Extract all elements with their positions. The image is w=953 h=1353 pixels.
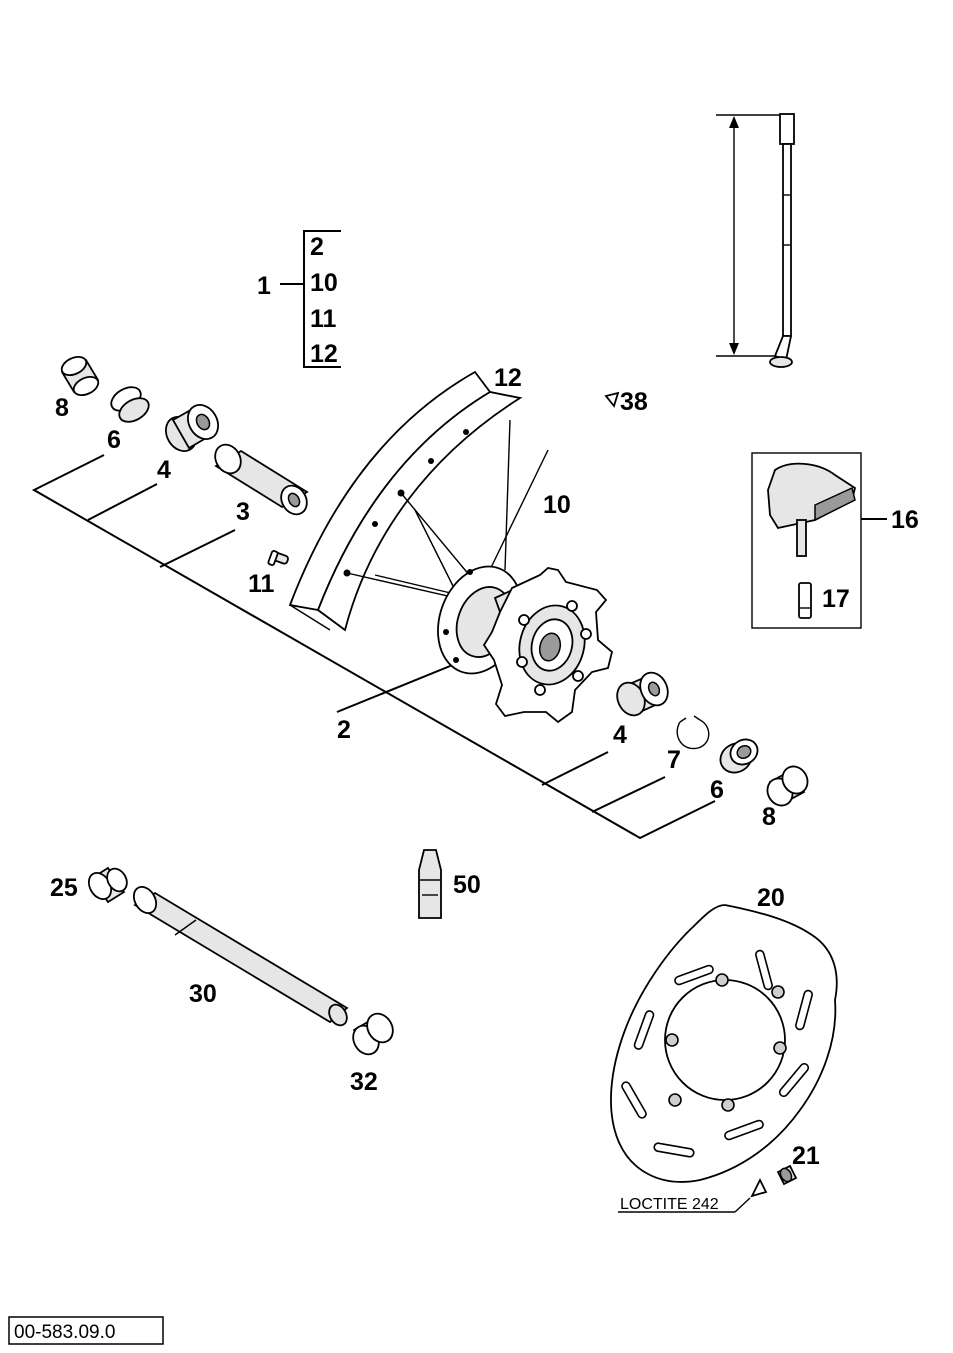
wheel-assembly	[288, 370, 614, 724]
kit-item-label: 12	[310, 340, 338, 368]
callout-disc-screw: 21	[792, 1142, 820, 1170]
callout-spoke: 10	[543, 491, 571, 519]
callout-valve: 17	[822, 585, 850, 613]
diagram-ref-label: 00-583.09.0	[14, 1322, 115, 1343]
spacer-part	[214, 443, 309, 516]
callout-brake-disc: 20	[757, 884, 785, 912]
callout-circlip: 7	[667, 746, 681, 774]
assembly-axis-lines	[31, 454, 716, 840]
kit-number-label: 1	[257, 272, 271, 300]
callout-sleeve-left: 8	[55, 394, 69, 422]
spoke-part	[769, 113, 795, 368]
brake-disc-part	[610, 904, 838, 1183]
valve-core-part	[798, 582, 812, 619]
callout-tire-valve: 38	[620, 388, 648, 416]
callout-nut-right: 32	[350, 1068, 378, 1096]
seal-left-part	[110, 386, 150, 423]
circlip-part	[676, 715, 710, 750]
diagram-ref-box	[8, 1316, 164, 1345]
valve-kit-box	[751, 452, 887, 629]
callout-seal-right: 6	[710, 776, 724, 804]
callout-bearing-right: 4	[613, 721, 627, 749]
callout-screw: 11	[248, 570, 275, 598]
spoke-dimension	[716, 114, 780, 357]
bearing-left-part	[165, 404, 219, 452]
disc-screw-part	[750, 1164, 798, 1198]
callout-hub: 2	[337, 716, 351, 744]
nut-left-part	[87, 866, 128, 904]
seal-right-part	[719, 738, 759, 774]
grease-tube-part	[418, 849, 442, 919]
callout-spacer: 3	[236, 498, 250, 526]
callout-sleeve-right: 8	[762, 803, 776, 831]
nut-right-part	[352, 1012, 394, 1056]
callout-axle: 30	[189, 980, 217, 1008]
kit-item-label: 10	[310, 269, 338, 297]
kit-bracket	[280, 230, 341, 368]
screw-part	[267, 550, 289, 566]
kit-item-label: 11	[310, 305, 337, 333]
callout-nipple: 12	[494, 364, 522, 392]
bearing-right-part	[616, 671, 669, 717]
note-leader	[734, 1197, 751, 1213]
callout-seal-left: 6	[107, 426, 121, 454]
callout-bearing-left: 4	[157, 456, 171, 484]
callout-grease: 50	[453, 871, 481, 899]
valve-cap-part	[604, 391, 620, 408]
loctite-note: LOCTITE 242	[620, 1196, 719, 1213]
sleeve-left-part	[60, 356, 100, 396]
sleeve-right-part	[766, 765, 809, 807]
kit-item-label: 2	[310, 233, 324, 261]
axle-part	[132, 885, 349, 1027]
callout-nut-left: 25	[50, 874, 78, 902]
callout-rim-tape-kit: 16	[891, 506, 919, 534]
